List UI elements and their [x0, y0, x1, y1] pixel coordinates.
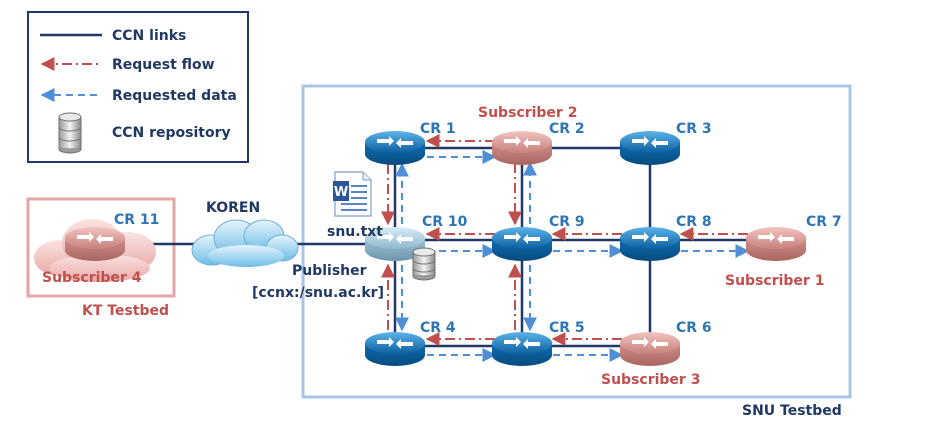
- subscriber4-label: Subscriber 4: [42, 270, 142, 286]
- cr7-label: CR 7: [806, 214, 842, 230]
- snu-testbed-box: [301, 84, 852, 399]
- cr8-label: CR 8: [676, 214, 712, 230]
- repository-icon: [58, 112, 82, 154]
- legend-ccn-repository: CCN repository: [112, 125, 231, 141]
- publisher-prefix-label: [ccnx:/snu.ac.kr]: [252, 285, 384, 301]
- router-cr6-icon[interactable]: [620, 332, 680, 366]
- router-cr5-icon[interactable]: [492, 332, 552, 366]
- cr9-label: CR 9: [549, 214, 585, 230]
- word-icon-letter: W: [334, 185, 348, 200]
- cr5-label: CR 5: [549, 320, 585, 336]
- cr10-label: CR 10: [422, 214, 468, 230]
- subscriber2-label: Subscriber 2: [478, 105, 577, 121]
- cr6-label: CR 6: [676, 320, 712, 336]
- legend-ccn-links: CCN links: [112, 28, 186, 44]
- kt-testbed-box: [26, 197, 176, 298]
- data-flows: [395, 150, 750, 362]
- cr11-label: CR 11: [114, 212, 159, 228]
- request-flows: [381, 134, 748, 346]
- cr2-label: CR 2: [549, 121, 585, 137]
- router-cr11-icon[interactable]: [65, 227, 125, 261]
- legend-request-flow: Request flow: [112, 57, 215, 73]
- koren-cloud-icon: [191, 219, 299, 267]
- legend: CCN links Request flow Requested data CC…: [27, 11, 249, 163]
- snu-testbed-label: SNU Testbed: [742, 403, 842, 419]
- subscriber3-label: Subscriber 3: [601, 372, 700, 388]
- cr3-label: CR 3: [676, 121, 712, 137]
- word-document-icon: W: [333, 171, 372, 217]
- router-cr9-icon[interactable]: [492, 227, 552, 261]
- subscriber1-label: Subscriber 1: [725, 273, 824, 289]
- publisher-file-label: snu.txt: [327, 224, 383, 240]
- repository-icon-cr10: [412, 247, 436, 281]
- router-cr7-icon[interactable]: [746, 227, 806, 261]
- koren-label: KOREN: [206, 200, 260, 216]
- router-cr8-icon[interactable]: [620, 227, 680, 261]
- cr4-label: CR 4: [420, 320, 456, 336]
- kt-testbed-label: KT Testbed: [82, 303, 169, 319]
- router-cr3-icon[interactable]: [620, 131, 680, 165]
- legend-requested-data: Requested data: [112, 88, 237, 104]
- router-cr4-icon[interactable]: [365, 332, 425, 366]
- router-cr10-icon[interactable]: [365, 227, 425, 261]
- cr1-label: CR 1: [420, 121, 456, 137]
- router-cr1-icon[interactable]: [365, 131, 425, 165]
- publisher-label: Publisher: [292, 263, 367, 279]
- router-cr2-icon[interactable]: [492, 131, 552, 165]
